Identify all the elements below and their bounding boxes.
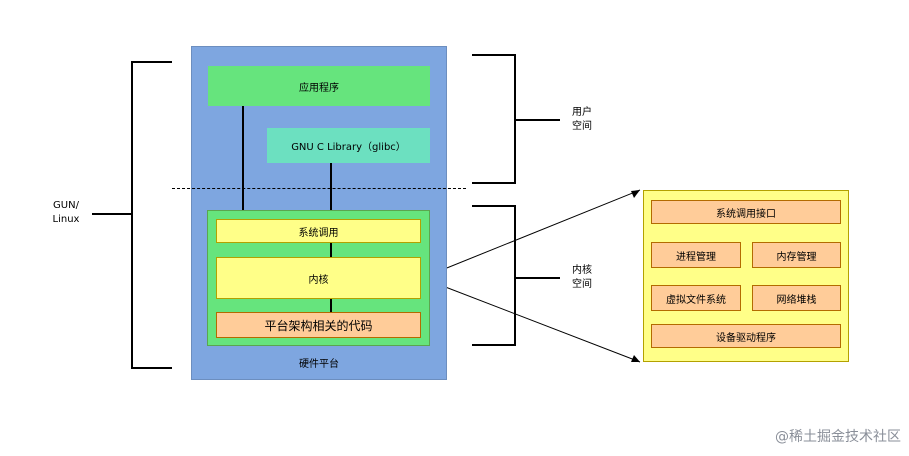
- glibc-box: GNU C Library（glibc）: [267, 128, 430, 163]
- syscall-box: 系统调用: [216, 219, 421, 243]
- connector-app-to-kernel: [242, 106, 244, 210]
- kernel-box: 内核: [216, 257, 421, 299]
- application-box: 应用程序: [208, 66, 430, 106]
- arch-code-box: 平台架构相关的代码: [216, 312, 421, 338]
- user-kernel-separator: [172, 188, 466, 189]
- memory-management-box: 内存管理: [752, 242, 841, 268]
- site-watermark: @稀土掘金技术社区: [775, 429, 901, 445]
- process-management-box: 进程管理: [651, 242, 741, 268]
- connector-glibc-to-kernel: [330, 163, 332, 210]
- device-drivers-box: 设备驱动程序: [651, 324, 841, 348]
- hardware-platform-label: 硬件平台: [299, 358, 339, 370]
- gnu-linux-label: GUN/ Linux: [52, 200, 80, 225]
- network-stack-box: 网络堆栈: [752, 285, 841, 311]
- connector-syscall-to-kernel: [330, 243, 332, 257]
- connector-kernel-to-arch: [330, 299, 332, 312]
- user-space-label: 用户 空间: [572, 107, 592, 132]
- vfs-box: 虚拟文件系统: [651, 285, 741, 311]
- kernel-space-label: 内核 空间: [572, 265, 592, 290]
- syscall-interface-box: 系统调用接口: [651, 200, 841, 224]
